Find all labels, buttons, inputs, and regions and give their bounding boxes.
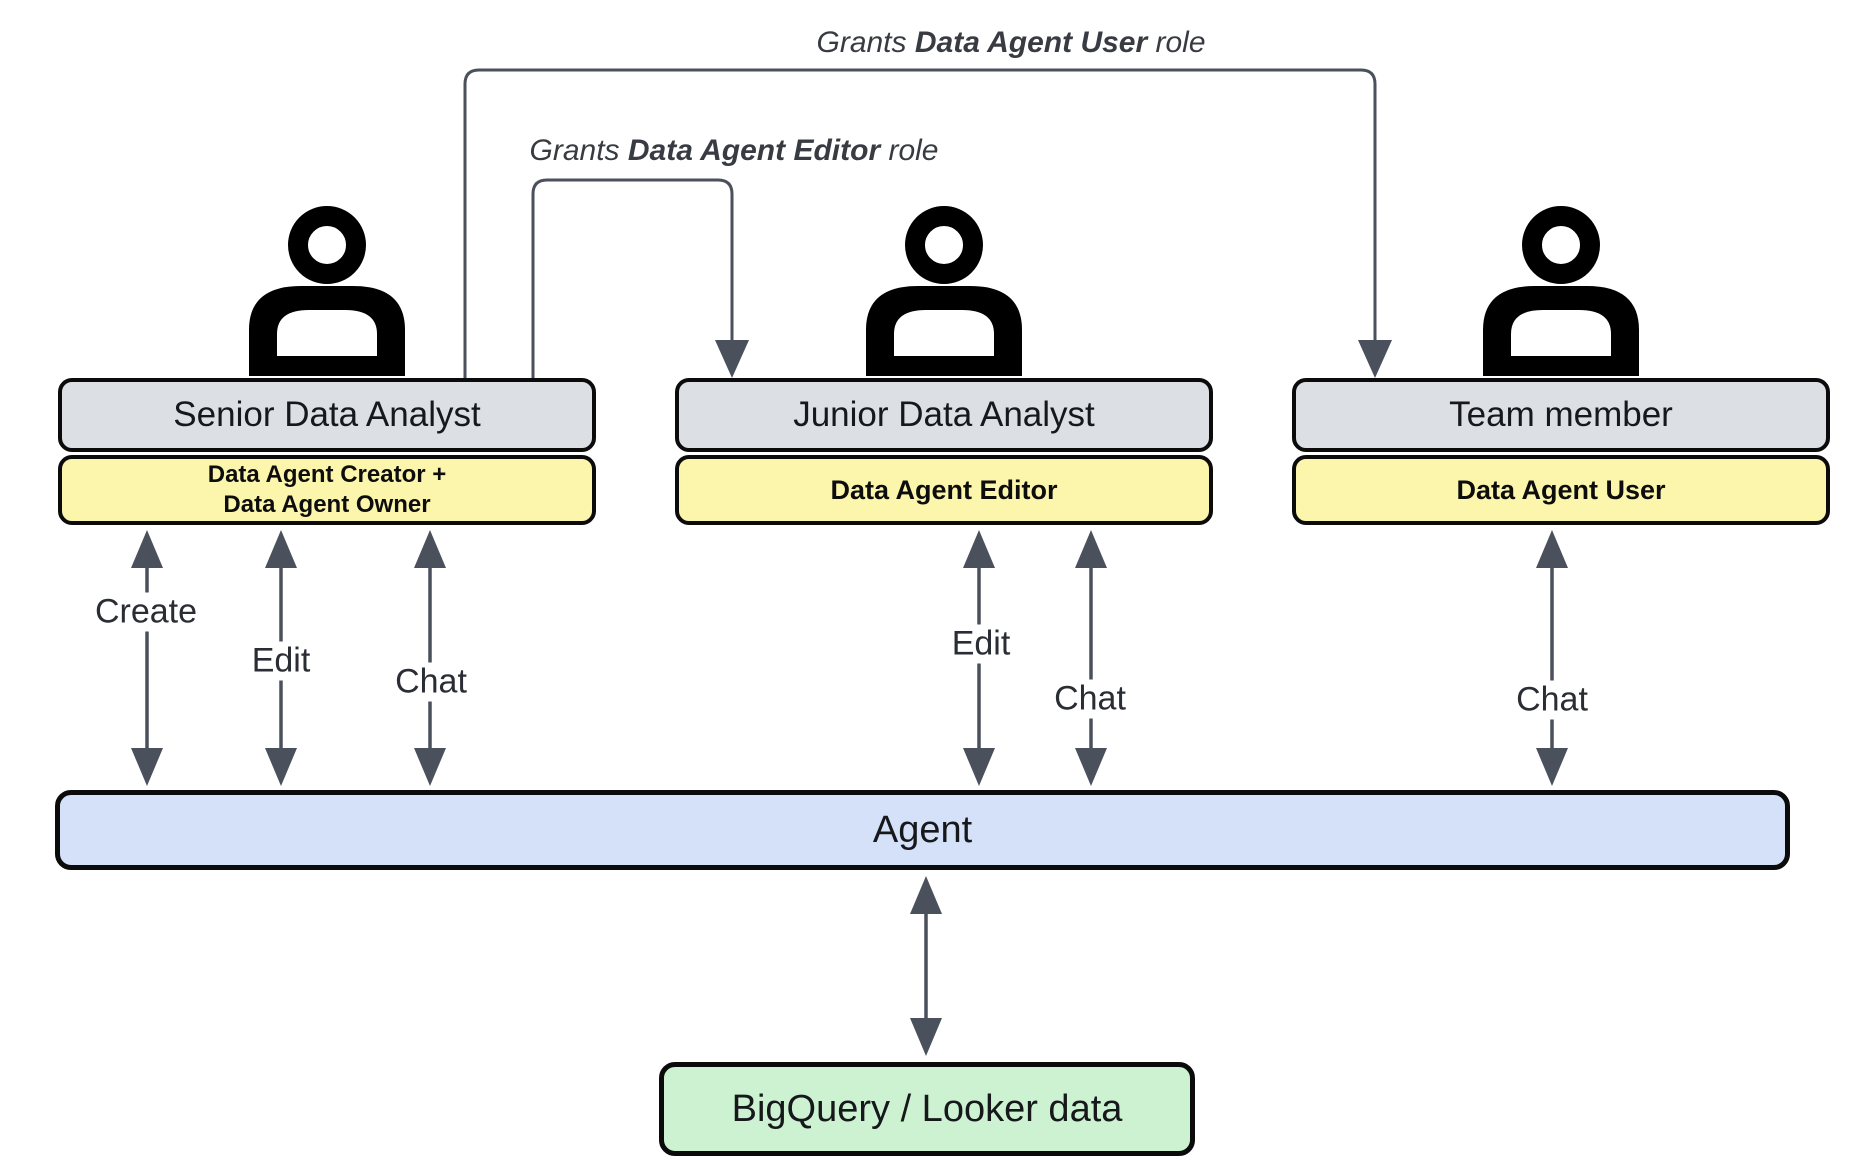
actor-title-box-senior: Senior Data Analyst: [58, 378, 596, 452]
grant-label-role: Data Agent User: [914, 26, 1148, 59]
grant-user-arrow: [463, 68, 1392, 378]
actor-title-box-junior: Junior Data Analyst: [675, 378, 1213, 452]
edit-label: Edit: [945, 624, 1017, 664]
data-source-label: BigQuery / Looker data: [731, 1087, 1123, 1130]
grant-editor-label: Grants Data Agent Editor role: [530, 134, 939, 168]
actor-role-box-team: Data Agent User: [1292, 455, 1830, 525]
grant-label-prefix: Grants: [529, 134, 628, 167]
chat-label: Chat: [1048, 679, 1132, 719]
role-line: Data Agent User: [1456, 474, 1666, 505]
grant-editor-arrow: [531, 178, 749, 378]
chat-label: Chat: [389, 662, 473, 702]
agent-box: Agent: [55, 790, 1790, 870]
grant-label-suffix: role: [880, 134, 939, 167]
actor-role-box-senior: Data Agent Creator + Data Agent Owner: [58, 455, 596, 525]
person-icon: [866, 206, 1022, 376]
agent-data-arrow: [910, 876, 942, 1056]
chat-arrow: [1075, 530, 1107, 786]
role-line: Data Agent Owner: [223, 491, 431, 518]
grant-label-suffix: role: [1147, 26, 1206, 59]
role-line: Data Agent Creator +: [207, 461, 447, 488]
actor-title-box-team: Team member: [1292, 378, 1830, 452]
data-source-box: BigQuery / Looker data: [659, 1062, 1195, 1156]
grant-label-prefix: Grants: [816, 26, 915, 59]
person-icon: [249, 206, 405, 376]
chat-arrow: [1536, 530, 1568, 786]
chat-label: Chat: [1510, 680, 1594, 720]
person-icon: [1483, 206, 1639, 376]
edit-label: Edit: [245, 641, 317, 681]
chat-arrow: [414, 530, 446, 786]
actor-role-box-junior: Data Agent Editor: [675, 455, 1213, 525]
actor-title: Team member: [1449, 395, 1673, 434]
agent-label: Agent: [872, 808, 973, 851]
actor-title: Senior Data Analyst: [173, 395, 481, 434]
grant-user-label: Grants Data Agent User role: [816, 26, 1205, 60]
create-label: Create: [88, 592, 204, 632]
create-arrow: [131, 530, 163, 786]
actor-title: Junior Data Analyst: [793, 395, 1095, 434]
role-line: Data Agent Editor: [830, 474, 1058, 505]
grant-label-role: Data Agent Editor: [627, 134, 881, 167]
